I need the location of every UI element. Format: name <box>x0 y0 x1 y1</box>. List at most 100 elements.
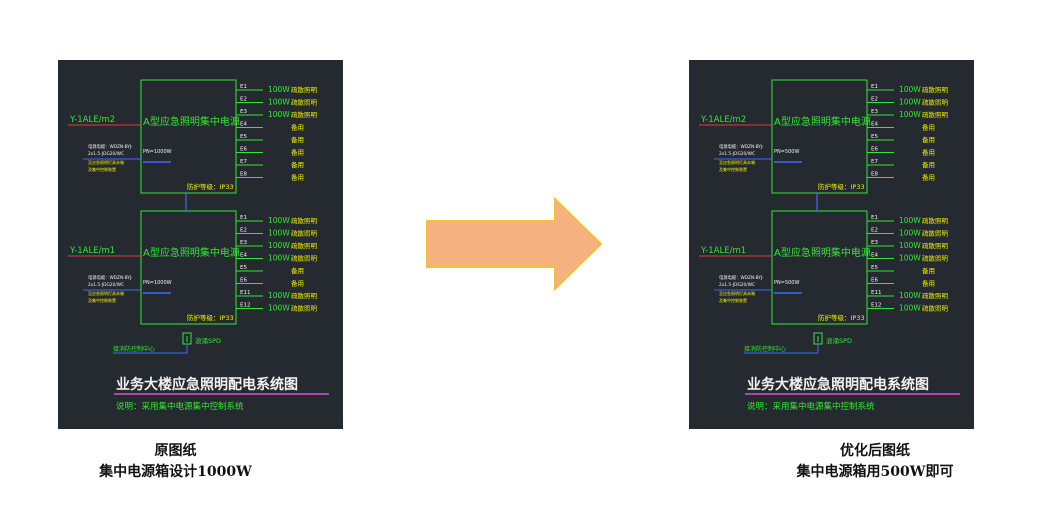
upper-power-box-group: A型应急照明集中电源Y-1ALE/m2电源电缆：WDZN-BYJ-2x1.5-J… <box>68 79 318 194</box>
lower-power-box <box>140 210 237 325</box>
circuit-use: 疏散照明 <box>922 304 949 313</box>
circuit-id: E4 <box>871 122 878 128</box>
circuit-use: 备用 <box>291 160 304 169</box>
circuit-id: E4 <box>240 122 247 128</box>
lower-cable-note-1: 至应急照明灯具末端 <box>719 290 755 296</box>
circuit-use: 疏散照明 <box>291 304 318 313</box>
upper-power-box <box>140 79 237 194</box>
drawing-title: 业务大楼应急照明配电系统图 <box>116 376 298 393</box>
upper-cable-note-1: 至应急照明灯具末端 <box>88 159 124 165</box>
lower-input-label: Y-1ALE/m1 <box>700 246 746 256</box>
circuit-use: 备用 <box>922 123 935 132</box>
circuit-use: 疏散照明 <box>291 85 318 94</box>
upper-cable-note-2: 及集中控制装置 <box>88 166 116 172</box>
circuit-use: 疏散照明 <box>922 254 949 263</box>
circuit-id: E7 <box>240 159 247 165</box>
circuit-id: E1 <box>871 215 878 221</box>
caption-right-line1: 优化后图纸 <box>840 443 910 459</box>
spd-label: 浪涌SPD <box>826 336 852 345</box>
circuit-use: 备用 <box>922 266 935 275</box>
upper-cable-spec-1: 电源电缆：WDZN-BYJ- <box>719 143 764 150</box>
circuit-id: E3 <box>871 109 878 115</box>
lower-box-title: A型应急照明集中电源 <box>774 246 871 259</box>
circuit-id: E6 <box>871 147 878 153</box>
circuit-id: E1 <box>240 84 247 90</box>
circuit-power: 100W <box>268 85 290 94</box>
caption-left-line2: 集中电源箱设计1000W <box>99 464 252 480</box>
drawing-title: 业务大楼应急照明配电系统图 <box>747 376 929 393</box>
circuit-use: 疏散照明 <box>291 229 318 238</box>
circuit-use: 备用 <box>291 173 304 182</box>
lower-box-title: A型应急照明集中电源 <box>143 246 240 259</box>
circuit-id: E2 <box>871 97 878 103</box>
lower-power-box <box>771 210 868 325</box>
original-drawing-panel: A型应急照明集中电源 Y-1ALE/m2 电源电缆：WDZN-BYJ- 2x1.5-J… <box>58 60 343 429</box>
lower-cable-spec-2: 2x1.5-JDG20/WC <box>719 282 755 288</box>
circuit-power: 100W <box>268 291 290 300</box>
circuit-use: 疏散照明 <box>922 98 949 107</box>
schematic-drawing: A型应急照明集中电源Y-1ALE/m2电源电缆：WDZN-BYJ-2x1.5-J… <box>699 79 960 412</box>
control-center-label: 接消防控制中心 <box>744 345 786 353</box>
circuit-use: 备用 <box>922 148 935 157</box>
circuit-id: E6 <box>240 147 247 153</box>
lower-power-box-group: A型应急照明集中电源 Y-1ALE/m1 电源电缆：WDZN-BYJ-2x1.5-J… <box>699 210 949 325</box>
circuit-power: 100W <box>268 229 290 238</box>
circuit-id: E1 <box>871 84 878 90</box>
circuit-id: E2 <box>240 228 247 234</box>
circuit-use: 疏散照明 <box>291 216 318 225</box>
circuit-power: 100W <box>268 241 290 250</box>
upper-rated-power: PN=500W <box>774 149 799 155</box>
lower-cable-note-2: 及集中控制装置 <box>88 297 116 303</box>
upper-input-label: Y-1ALE/m2 <box>700 115 746 125</box>
circuit-id: E11 <box>871 290 881 296</box>
circuit-use: 疏散照明 <box>291 241 318 250</box>
lower-protection-grade: 防护等级：IP33 <box>187 313 234 322</box>
circuit-id: E6 <box>240 278 247 284</box>
circuit-use: 备用 <box>291 148 304 157</box>
circuit-power: 100W <box>268 254 290 263</box>
circuit-id: E6 <box>871 278 878 284</box>
circuit-id: E4 <box>240 253 247 259</box>
drawing-note: 说明：采用集中电源集中控制系统 <box>116 401 244 412</box>
upper-box-title: A型应急照明集中电源 <box>143 115 240 128</box>
circuit-power: 100W <box>268 98 290 107</box>
circuit-power: 100W <box>899 291 921 300</box>
upper-input-label: Y-1ALE/m2 <box>69 115 115 125</box>
circuit-power: 100W <box>899 254 921 263</box>
caption-left-line1: 原图纸 <box>154 443 197 459</box>
lower-power-box-group: A型应急照明集中电源Y-1ALE/m1电源电缆：WDZN-BYJ-2x1.5-J… <box>68 210 318 325</box>
upper-cable-spec-1: 电源电缆：WDZN-BYJ- <box>88 143 133 150</box>
circuit-use: 备用 <box>291 266 304 275</box>
upper-cable-note-2: 及集中控制装置 <box>719 166 747 172</box>
circuit-id: E8 <box>240 172 247 178</box>
upper-box-title: A型应急照明集中电源 <box>774 115 871 128</box>
circuit-use: 备用 <box>291 123 304 132</box>
original-drawing-caption: 原图纸 集中电源箱设计1000W <box>58 441 293 483</box>
lower-cable-spec-1: 电源电缆：WDZN-BYJ- <box>719 274 764 281</box>
circuit-use: 疏散照明 <box>291 110 318 119</box>
circuit-use: 疏散照明 <box>922 229 949 238</box>
upper-protection-grade: 防护等级：IP33 <box>818 182 865 191</box>
circuit-id: E5 <box>240 265 247 271</box>
circuit-power: 100W <box>899 216 921 225</box>
circuit-id: E3 <box>240 240 247 246</box>
lower-cable-spec-2: 2x1.5-JDG20/WC <box>88 282 124 288</box>
circuit-id: E2 <box>240 97 247 103</box>
circuit-use: 疏散照明 <box>922 110 949 119</box>
circuit-use: 疏散照明 <box>922 241 949 250</box>
circuit-id: E12 <box>240 303 250 309</box>
circuit-power: 100W <box>268 110 290 119</box>
circuit-id: E2 <box>871 228 878 234</box>
right-arrow-icon <box>426 197 603 291</box>
lower-rated-power: PN=500W <box>774 280 799 286</box>
drawing-note: 说明：采用集中电源集中控制系统 <box>747 401 875 412</box>
circuit-power: 100W <box>899 304 921 313</box>
circuit-use: 疏散照明 <box>291 254 318 263</box>
circuit-id: E5 <box>240 134 247 140</box>
circuit-id: E11 <box>240 290 250 296</box>
circuit-use: 疏散照明 <box>291 291 318 300</box>
circuit-power: 100W <box>899 229 921 238</box>
upper-rated-power: PN=1000W <box>143 149 172 155</box>
upper-cable-spec-2: 2x1.5-JDG20/WC <box>719 151 755 157</box>
spd-label: 浪涌SPD <box>195 336 221 345</box>
